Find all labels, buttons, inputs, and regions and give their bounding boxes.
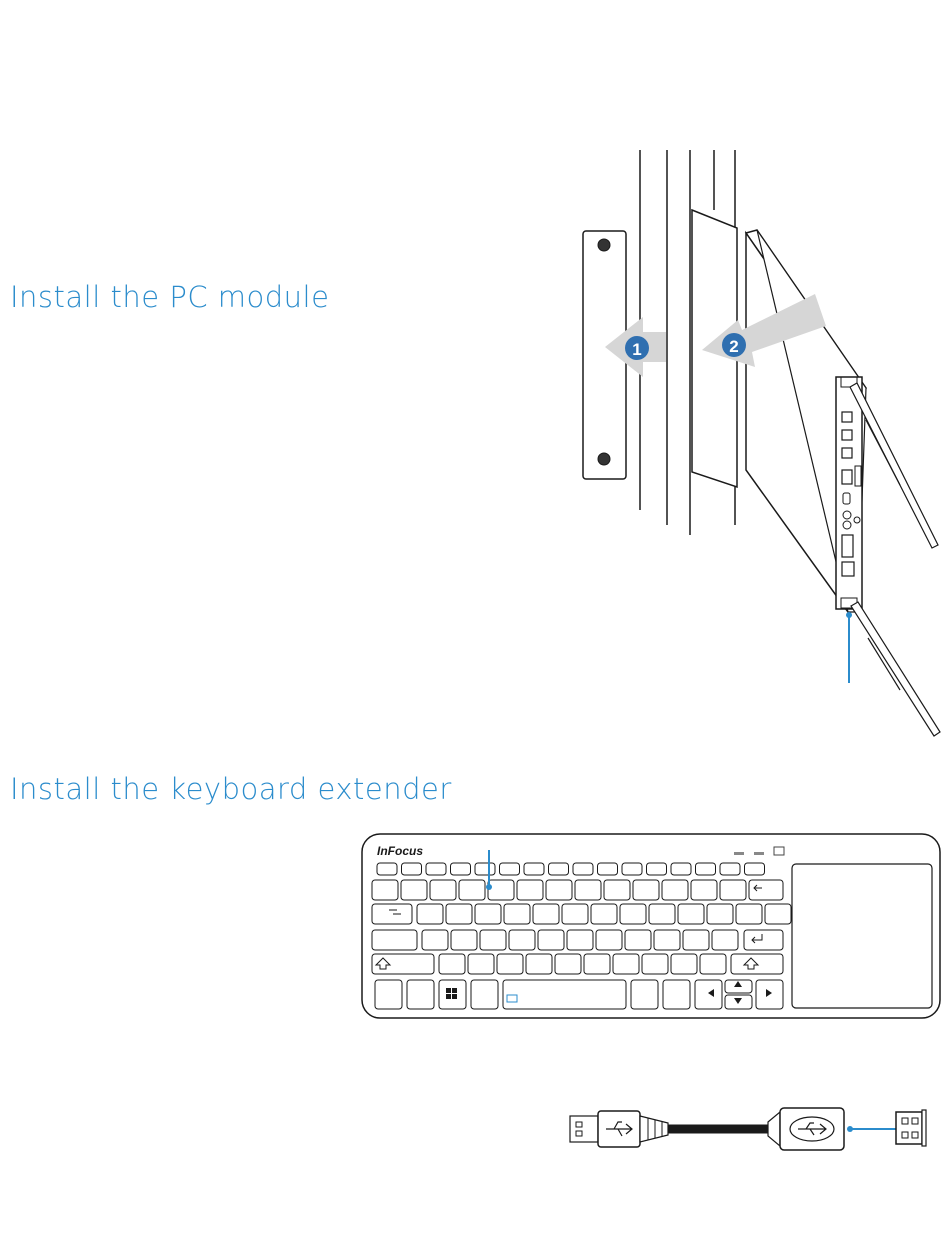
key [526,954,552,974]
alt-key [471,980,498,1009]
key [712,930,738,950]
key [604,880,630,900]
function-key [671,863,691,875]
function-key [475,863,495,875]
key [613,954,639,974]
function-key [500,863,520,875]
key [517,880,543,900]
touchpad [792,864,932,1008]
callout-dot [486,884,492,890]
key [468,954,494,974]
key [446,904,472,924]
step-number: 1 [632,340,641,359]
key [662,880,688,900]
usb-extender-cable [570,1108,926,1150]
key [691,880,717,900]
key [451,930,477,950]
function-key [647,863,667,875]
key [720,880,746,900]
key [649,904,675,924]
function-key [573,863,593,875]
backspace-key [749,880,783,900]
key [736,904,762,924]
function-key [524,863,544,875]
tab-key [372,904,412,924]
brand-logo: InFocus [377,844,423,858]
key [422,930,448,950]
screw-icon [598,453,610,465]
key [671,954,697,974]
screw-icon [598,239,610,251]
space-key [503,980,626,1009]
usb-plug-metal [570,1116,598,1142]
function-key [426,863,446,875]
function-key [402,863,422,875]
key [625,930,651,950]
function-key [696,863,716,875]
key [683,930,709,950]
function-key [745,863,765,875]
key [567,930,593,950]
pc-module [746,230,866,612]
key [765,904,791,924]
key [596,930,622,950]
ctrl-key [663,980,690,1009]
function-key [622,863,642,875]
key [591,904,617,924]
fn-key [407,980,434,1009]
caps-lock-key [372,930,417,950]
keyboard-illustration: InFocus [362,834,940,1018]
key [654,930,680,950]
function-key [598,863,618,875]
key [417,904,443,924]
callout-dot [846,612,852,618]
key [439,954,465,974]
key [700,954,726,974]
step-number: 2 [729,337,738,356]
key [401,880,427,900]
key [642,954,668,974]
alt-key [631,980,658,1009]
key [678,904,704,924]
shift-key [372,954,434,974]
key [509,930,535,950]
arrow-left-key [695,980,722,1009]
key [430,880,456,900]
key [584,954,610,974]
pc-module-illustration [583,150,940,736]
key [488,880,514,900]
key [546,880,572,900]
key [459,880,485,900]
ctrl-key [375,980,402,1009]
key [562,904,588,924]
step-badge-1: 1 [625,336,649,360]
function-key [377,863,397,875]
key [620,904,646,924]
key [575,880,601,900]
usb-dongle [896,1112,922,1144]
key [475,904,501,924]
key [372,880,398,900]
function-key [720,863,740,875]
key [555,954,581,974]
indicator-light [734,852,744,855]
key [707,904,733,924]
function-key [451,863,471,875]
key [504,904,530,924]
function-key [549,863,569,875]
step-badge-2: 2 [722,333,746,357]
key [633,880,659,900]
enter-key [744,930,783,950]
key [480,930,506,950]
key [538,930,564,950]
indicator-light [754,852,764,855]
key [533,904,559,924]
key [497,954,523,974]
